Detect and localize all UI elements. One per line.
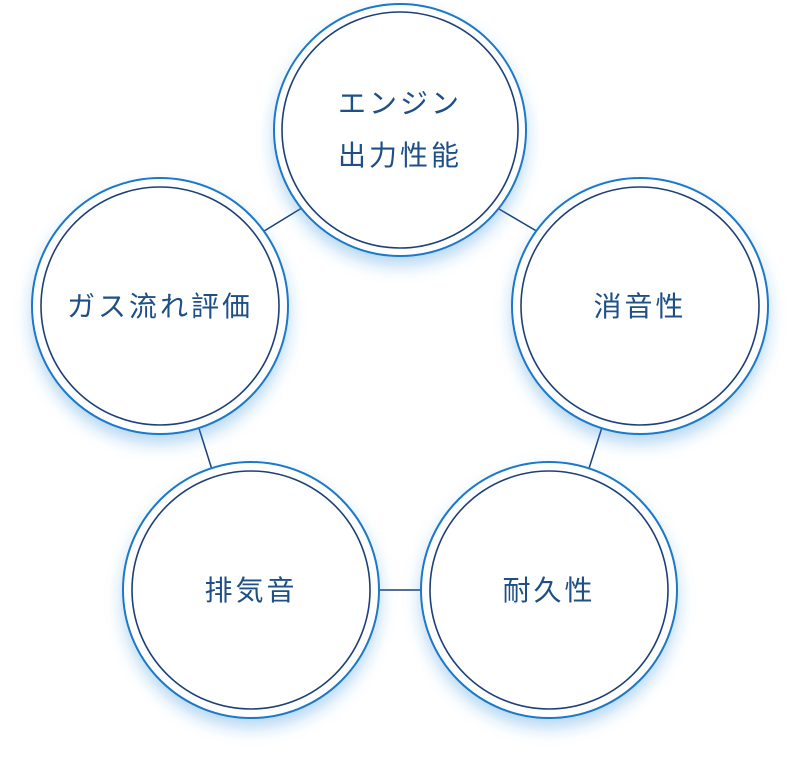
node-label-line-2: 出力性能 — [338, 139, 462, 172]
node-inner-ring — [429, 470, 669, 710]
node-durability: 耐久性 — [420, 461, 678, 719]
node-noise-reduction: 消音性 — [511, 177, 769, 435]
node-inner-ring — [520, 186, 760, 426]
node-label: ガス流れ評価 — [67, 290, 253, 323]
node-label-line-1: エンジン — [338, 87, 462, 120]
node-engine-output: エンジン 出力性能 — [273, 3, 527, 257]
node-label: 排気音 — [204, 574, 297, 607]
node-inner-ring — [131, 470, 371, 710]
connector-exhaust-gasflow — [196, 421, 215, 477]
node-exhaust-sound: 排気音 — [122, 461, 380, 719]
node-inner-ring — [40, 186, 280, 426]
node-gas-flow-evaluation: ガス流れ評価 — [31, 177, 289, 435]
node-inner-ring — [281, 11, 519, 249]
node-label: 耐久性 — [502, 574, 595, 607]
node-label: 消音性 — [593, 290, 686, 323]
